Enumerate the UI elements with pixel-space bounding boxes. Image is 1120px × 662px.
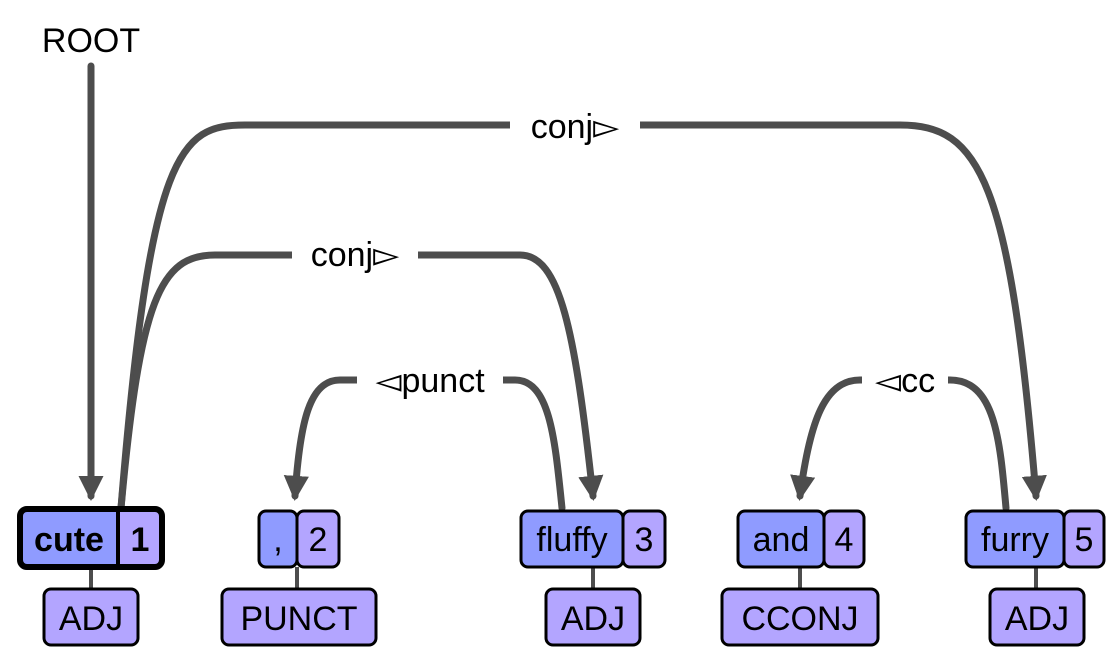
token-pos: ADJ	[59, 600, 123, 638]
relation-text: ◅punct	[375, 362, 485, 400]
token-pos: CCONJ	[741, 600, 858, 638]
index-box	[822, 509, 866, 569]
edge-conj-1-3	[117, 251, 604, 512]
index-box	[621, 509, 667, 569]
token-index: 1	[131, 521, 150, 559]
token-word: furry	[981, 521, 1049, 559]
relation-label-punct-3-2: ◅punct	[357, 358, 503, 402]
edge-conj-1-5	[117, 121, 1047, 512]
relation-label-conj-1-3: conj▻	[292, 234, 418, 278]
pos-box	[220, 587, 378, 647]
token-word: cute	[34, 521, 104, 559]
pos-box	[988, 587, 1086, 647]
token-pos: PUNCT	[240, 600, 357, 638]
token-4: and 4 CCONJ	[720, 509, 880, 647]
relation-text: ◅cc	[875, 362, 935, 400]
token-index: 5	[1075, 521, 1094, 559]
token-1: cute 1 ADJ	[17, 506, 165, 647]
root-label: ROOT	[42, 22, 140, 60]
relation-label-conj-1-5: conj▻	[510, 104, 640, 148]
index-box	[295, 509, 341, 569]
token-pos: ADJ	[561, 600, 625, 638]
pos-box	[42, 587, 140, 647]
index-box	[1062, 509, 1106, 569]
relation-text: conj▻	[531, 108, 620, 146]
token-index: 4	[835, 521, 854, 559]
token-index: 2	[309, 521, 328, 559]
pos-box	[720, 587, 880, 647]
relation-text: conj▻	[311, 236, 400, 274]
token-index: 3	[635, 521, 654, 559]
token-word: ,	[273, 521, 282, 559]
token-word: fluffy	[536, 521, 607, 559]
token-2: , 2 PUNCT	[220, 509, 378, 647]
relation-label-cc-5-4: ◅cc	[862, 358, 948, 402]
token-3: fluffy 3 ADJ	[519, 509, 667, 647]
token-word: and	[753, 521, 810, 559]
word-box	[20, 509, 118, 567]
pos-box	[544, 587, 642, 647]
edge-cc-5-4	[790, 376, 1010, 512]
index-box	[118, 509, 162, 567]
token-pos: ADJ	[1005, 600, 1069, 638]
token-5: furry 5 ADJ	[964, 509, 1106, 647]
